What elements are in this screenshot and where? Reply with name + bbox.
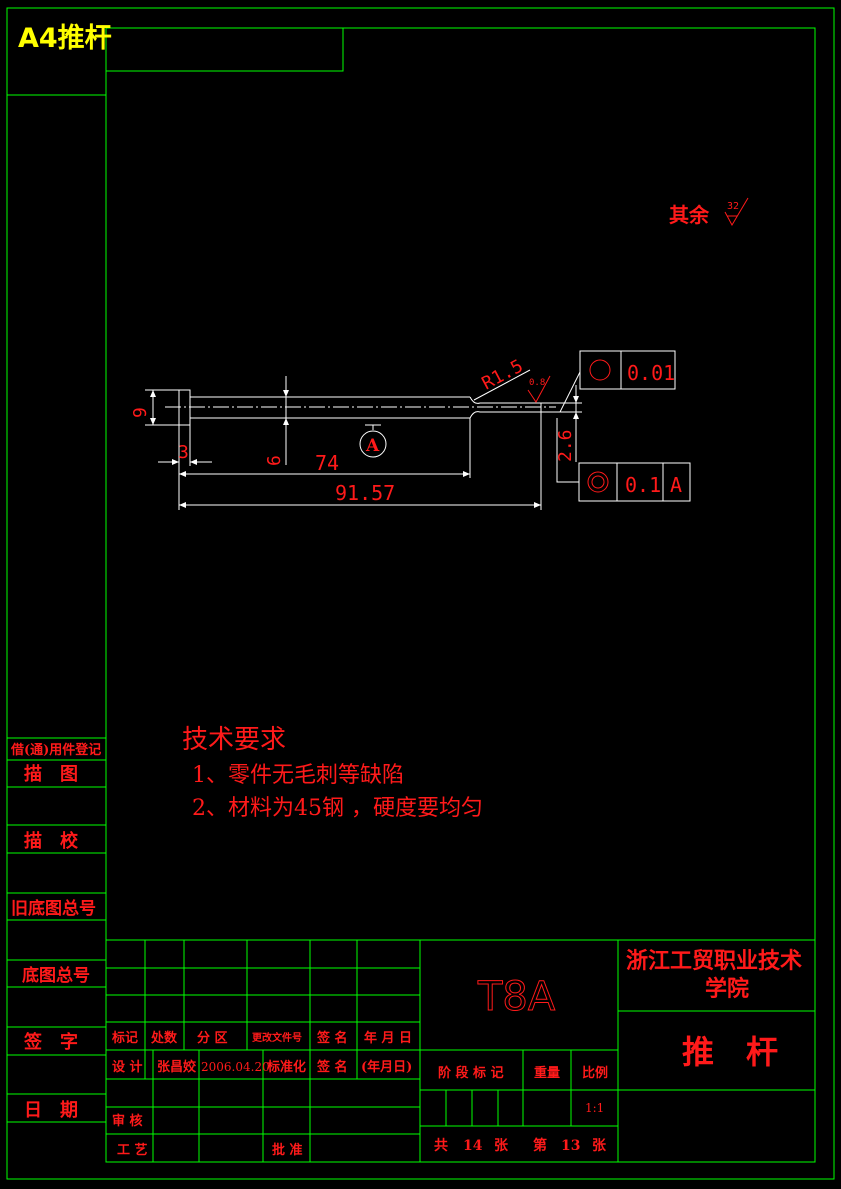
outer-border (6, 7, 835, 1180)
title-block: 标记 处数 分 区 更改文件号 签 名 年 月 日 设 计 张昌姣 2006.0… (106, 939, 815, 1162)
tb-header-change-doc: 更改文件号 (252, 1031, 302, 1044)
svg-text:A: A (365, 436, 380, 456)
tb-page-unit: 张 (592, 1138, 607, 1154)
tb-process: 工 艺 (117, 1142, 148, 1158)
tb-header-zone: 分 区 (197, 1030, 228, 1046)
tb-approve: 批 准 (272, 1142, 303, 1158)
tb-ymd-label: (年月日) (361, 1059, 412, 1075)
top-left-box (106, 28, 344, 72)
technical-requirements: 技术要求 1、零件无毛刺等缺陷 2、材料为45钢 ，硬度要均匀 (182, 725, 483, 821)
roughness-symbol-icon: 32 (724, 197, 749, 227)
left-col-label-0: 借(通)用件登记 (10, 742, 101, 758)
left-col-label-1: 描 图 (24, 763, 78, 785)
tb-sheet-unit: 张 (494, 1138, 509, 1154)
tb-weight: 重量 (534, 1065, 560, 1081)
left-col-label-5: 签 字 (23, 1031, 78, 1053)
tb-part-name: 推 杆 (682, 1033, 778, 1071)
tb-date: 2006.04.20 (201, 1060, 270, 1074)
tb-header-date: 年 月 日 (364, 1030, 412, 1046)
left-registration-column: 借(通)用件登记 描 图 描 校 旧底图总号 底图总号 签 字 日 期 (7, 737, 106, 1123)
inner-border (105, 27, 816, 1163)
dim-shaft-diameter: 6 (264, 455, 285, 466)
tb-material: T8A (477, 974, 556, 1020)
tip-roughness: 0.8 (529, 378, 545, 388)
svg-text:A: A (670, 473, 682, 497)
tb-scale-label: 比例 (582, 1065, 608, 1081)
dim-head-length: 3 (178, 442, 189, 463)
svg-text:0.1: 0.1 (625, 473, 661, 497)
tech-req-title: 技术要求 (182, 725, 286, 755)
dim-total-length: 91.57 (335, 481, 395, 505)
dimensions: 9 3 6 74 91.57 2.6 R (130, 356, 582, 510)
tech-req-item-2: 2、材料为45钢 ，硬度要均匀 (192, 796, 483, 821)
tb-header-count: 处数 (150, 1030, 178, 1046)
tb-standardization: 标准化 (266, 1059, 306, 1075)
push-rod-drawing (165, 389, 556, 426)
surface-note-text: 其余 (669, 203, 710, 227)
tb-design-label: 设 计 (112, 1059, 143, 1075)
concentricity-icon (587, 471, 609, 493)
drawing-title: A4推杆 (18, 23, 112, 54)
tb-total-label: 共 (434, 1137, 448, 1154)
tb-page: 13 (561, 1138, 580, 1154)
left-col-label-4: 底图总号 (22, 965, 90, 986)
left-col-label-6: 日 期 (24, 1100, 78, 1121)
tb-school-line: 浙江工贸职业技术学院 (626, 948, 802, 1002)
left-col-label-3: 旧底图总号 (11, 898, 96, 919)
svg-text:32: 32 (727, 201, 739, 212)
cylindricity-icon (589, 359, 611, 381)
tb-total: 14 (463, 1138, 483, 1154)
tb-sign-label: 签 名 (316, 1059, 348, 1075)
tech-req-item-1: 1、零件无毛刺等缺陷 (192, 763, 404, 788)
tb-stage-mark: 阶 段 标 记 (438, 1065, 504, 1081)
dim-length-74: 74 (315, 451, 339, 475)
tolerance-frame-concentricity: 0.1 A (556, 418, 691, 502)
tb-header-mark: 标记 (111, 1030, 138, 1046)
tb-header-signature: 签 名 (316, 1030, 348, 1046)
svg-text:0.01: 0.01 (627, 361, 675, 385)
datum-a-marker: A (359, 424, 387, 458)
dim-tip-diameter: 2.6 (555, 429, 576, 462)
tb-scale: 1:1 (585, 1101, 604, 1115)
left-col-label-2: 描 校 (24, 830, 79, 852)
tolerance-frame-cylindricity: 0.01 (559, 350, 676, 413)
dim-radius: R1.5 (478, 356, 526, 395)
dim-head-diameter: 9 (130, 407, 151, 418)
tb-designer: 张昌姣 (157, 1059, 197, 1075)
tb-page-label: 第 (533, 1137, 547, 1154)
tb-audit: 审 核 (112, 1113, 143, 1129)
